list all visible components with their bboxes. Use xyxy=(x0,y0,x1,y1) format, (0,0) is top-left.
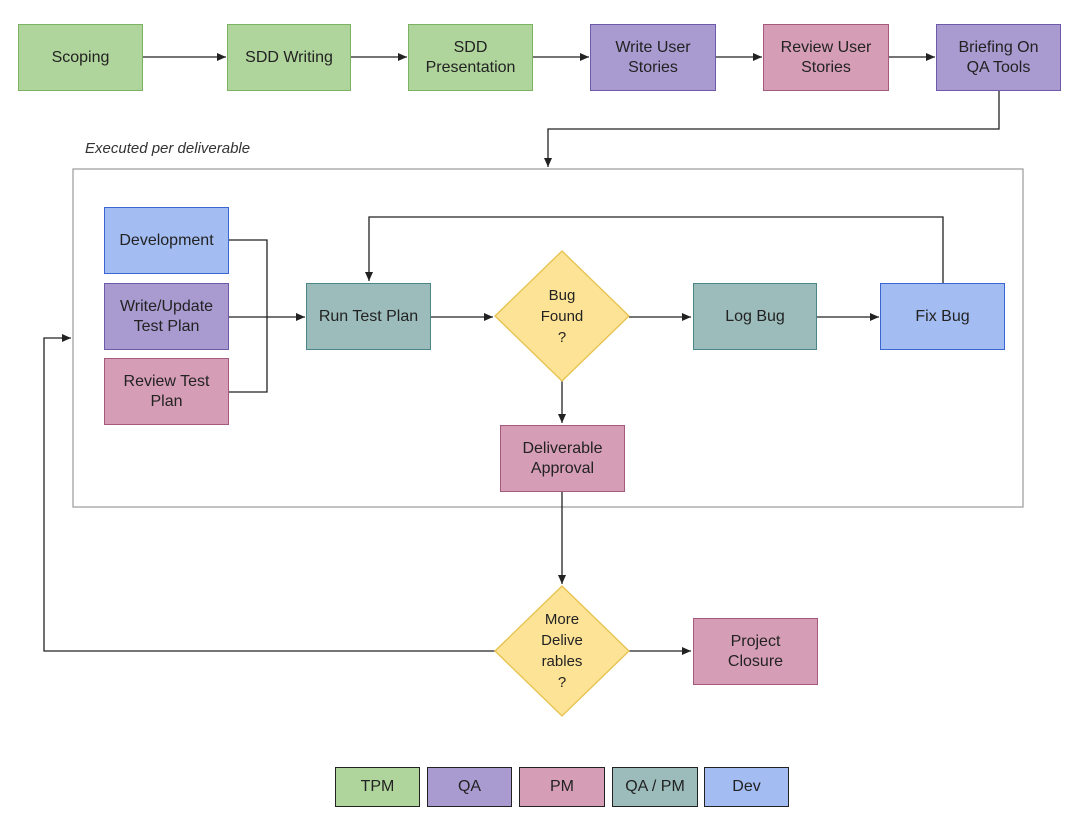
legend-pm: PM xyxy=(519,767,605,807)
node-fix-bug: Fix Bug xyxy=(880,283,1005,350)
node-development: Development xyxy=(104,207,229,274)
edge-briefing-to-group xyxy=(544,91,1000,167)
legend-tpm: TPM xyxy=(335,767,420,807)
deliverable-group-frame xyxy=(72,168,1024,508)
node-review-user-stories: Review User Stories xyxy=(763,24,889,91)
node-sdd-presentation: SDD Presentation xyxy=(408,24,533,91)
edge-review-test-plan-to-run-test-plan xyxy=(229,317,268,393)
node-scoping: Scoping xyxy=(18,24,143,91)
node-log-bug: Log Bug xyxy=(693,283,817,350)
decision-bug-found-shape xyxy=(494,250,630,382)
legend-qa-pm: QA / PM xyxy=(612,767,698,807)
edge-more-deliverables-loop-back xyxy=(43,334,495,652)
node-deliverable-approval: Deliverable Approval xyxy=(500,425,625,492)
edge-development-to-run-test-plan xyxy=(229,239,268,317)
node-briefing-qa-tools: Briefing On QA Tools xyxy=(936,24,1061,91)
decision-bug-found: Bug Found ? xyxy=(540,286,584,346)
node-project-closure: Project Closure xyxy=(693,618,818,685)
group-label: Executed per deliverable xyxy=(85,140,251,157)
legend-dev: Dev xyxy=(704,767,789,807)
edge-fix-bug-to-run-test-plan xyxy=(365,216,944,283)
node-write-user-stories: Write User Stories xyxy=(590,24,716,91)
node-review-test-plan: Review Test Plan xyxy=(104,358,229,425)
node-run-test-plan: Run Test Plan xyxy=(306,283,431,350)
legend-qa: QA xyxy=(427,767,512,807)
decision-more-deliverables: More Delive rables ? xyxy=(541,611,583,691)
node-write-update-test-plan: Write/Update Test Plan xyxy=(104,283,229,350)
node-sdd-writing: SDD Writing xyxy=(227,24,351,91)
decision-more-deliverables-shape xyxy=(494,585,630,717)
